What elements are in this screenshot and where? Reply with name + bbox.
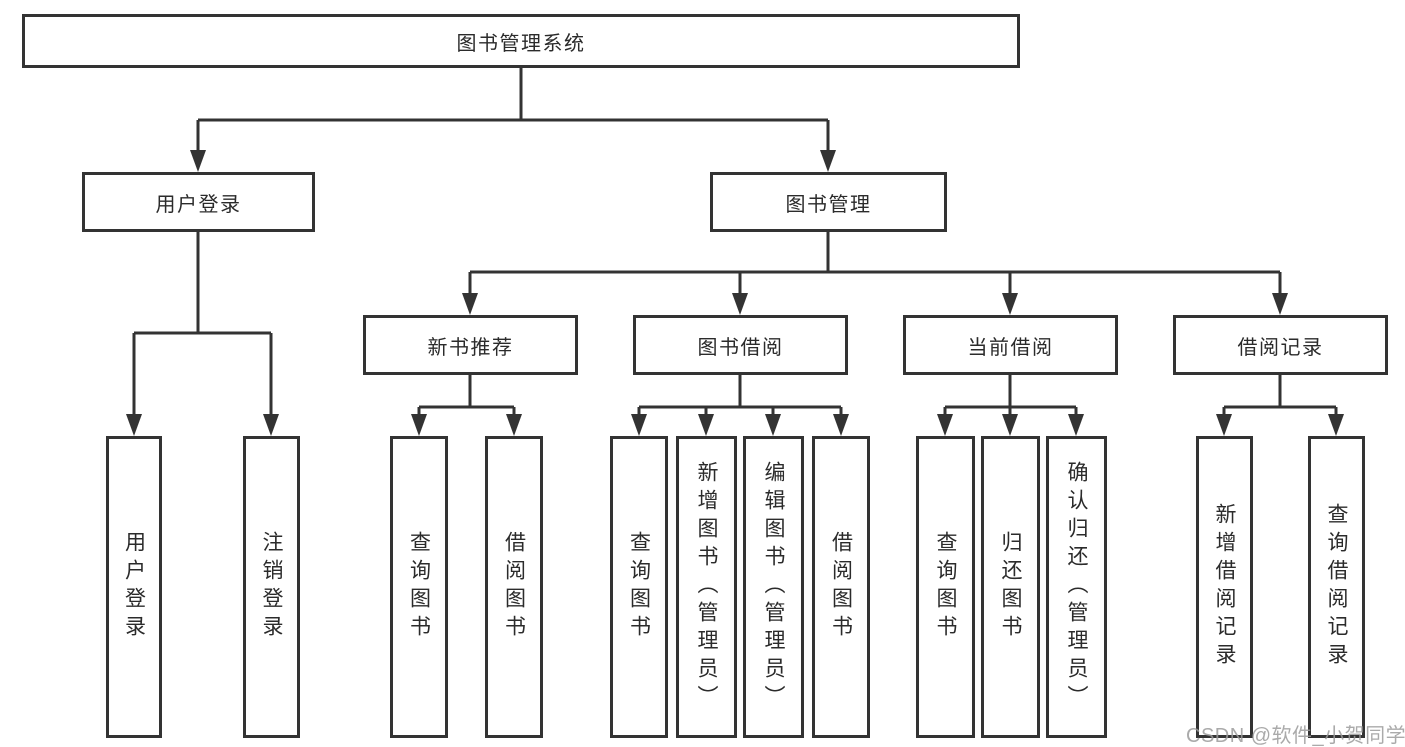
node-user-login: 用户登录 (82, 172, 315, 232)
node-borrow-records-label: 借阅记录 (1237, 336, 1324, 359)
leaf-user-login: 用户登录 (106, 436, 162, 738)
leaf-query-books-current: 查询图书 (916, 436, 975, 738)
node-borrow-records: 借阅记录 (1173, 315, 1388, 375)
connector-current (943, 375, 1078, 416)
leaf-logout-label: 注销登录 (260, 531, 283, 643)
leaf-query-books-current-label: 查询图书 (934, 531, 957, 643)
leaf-query-borrow-record-label: 查询借阅记录 (1325, 503, 1348, 671)
leaf-user-login-label: 用户登录 (122, 531, 146, 643)
connector-borrow (637, 375, 843, 416)
connector-new-rec (417, 375, 516, 416)
leaf-borrow-books: 借阅图书 (812, 436, 870, 738)
connector-root (196, 68, 830, 152)
leaf-add-books-admin-label: 新增图书（管理员） (695, 461, 718, 713)
leaf-logout: 注销登录 (243, 436, 300, 738)
leaf-edit-books-admin-label: 编辑图书（管理员） (762, 461, 785, 713)
leaf-confirm-return-admin-label: 确认归还（管理员） (1065, 461, 1088, 713)
arrowheads (126, 150, 1344, 436)
leaf-add-borrow-record-label: 新增借阅记录 (1213, 503, 1236, 671)
node-new-book-recommend-label: 新书推荐 (427, 336, 514, 359)
node-library-system-label: 图书管理系统 (456, 32, 586, 55)
node-new-book-recommend: 新书推荐 (363, 315, 578, 375)
node-user-login-label: 用户登录 (155, 193, 242, 216)
leaf-edit-books-admin: 编辑图书（管理员） (743, 436, 804, 738)
connector-records (1222, 375, 1338, 416)
node-library-system: 图书管理系统 (22, 14, 1020, 68)
leaf-return-books: 归还图书 (981, 436, 1040, 738)
csdn-watermark: CSDN @软件_小贺同学 (1186, 725, 1405, 747)
node-book-borrowing-label: 图书借阅 (697, 336, 784, 359)
node-current-borrowing-label: 当前借阅 (967, 336, 1054, 359)
leaf-query-borrow-record: 查询借阅记录 (1308, 436, 1365, 738)
leaf-return-books-label: 归还图书 (999, 531, 1022, 643)
leaf-borrow-books-recommend-label: 借阅图书 (502, 531, 526, 643)
leaf-borrow-books-recommend: 借阅图书 (485, 436, 543, 738)
leaf-add-books-admin: 新增图书（管理员） (676, 436, 737, 738)
connector-user-login (132, 232, 273, 416)
node-book-management-label: 图书管理 (785, 193, 872, 216)
node-current-borrowing: 当前借阅 (903, 315, 1118, 375)
connector-book-mgmt (468, 232, 1282, 295)
leaf-confirm-return-admin: 确认归还（管理员） (1046, 436, 1107, 738)
node-book-borrowing: 图书借阅 (633, 315, 848, 375)
leaf-query-books-recommend-label: 查询图书 (407, 531, 431, 643)
leaf-query-books-borrowing-label: 查询图书 (627, 531, 651, 643)
leaf-query-books-borrowing: 查询图书 (610, 436, 668, 738)
leaf-add-borrow-record: 新增借阅记录 (1196, 436, 1253, 738)
leaf-borrow-books-label: 借阅图书 (829, 531, 853, 643)
node-book-management: 图书管理 (710, 172, 947, 232)
leaf-query-books-recommend: 查询图书 (390, 436, 448, 738)
